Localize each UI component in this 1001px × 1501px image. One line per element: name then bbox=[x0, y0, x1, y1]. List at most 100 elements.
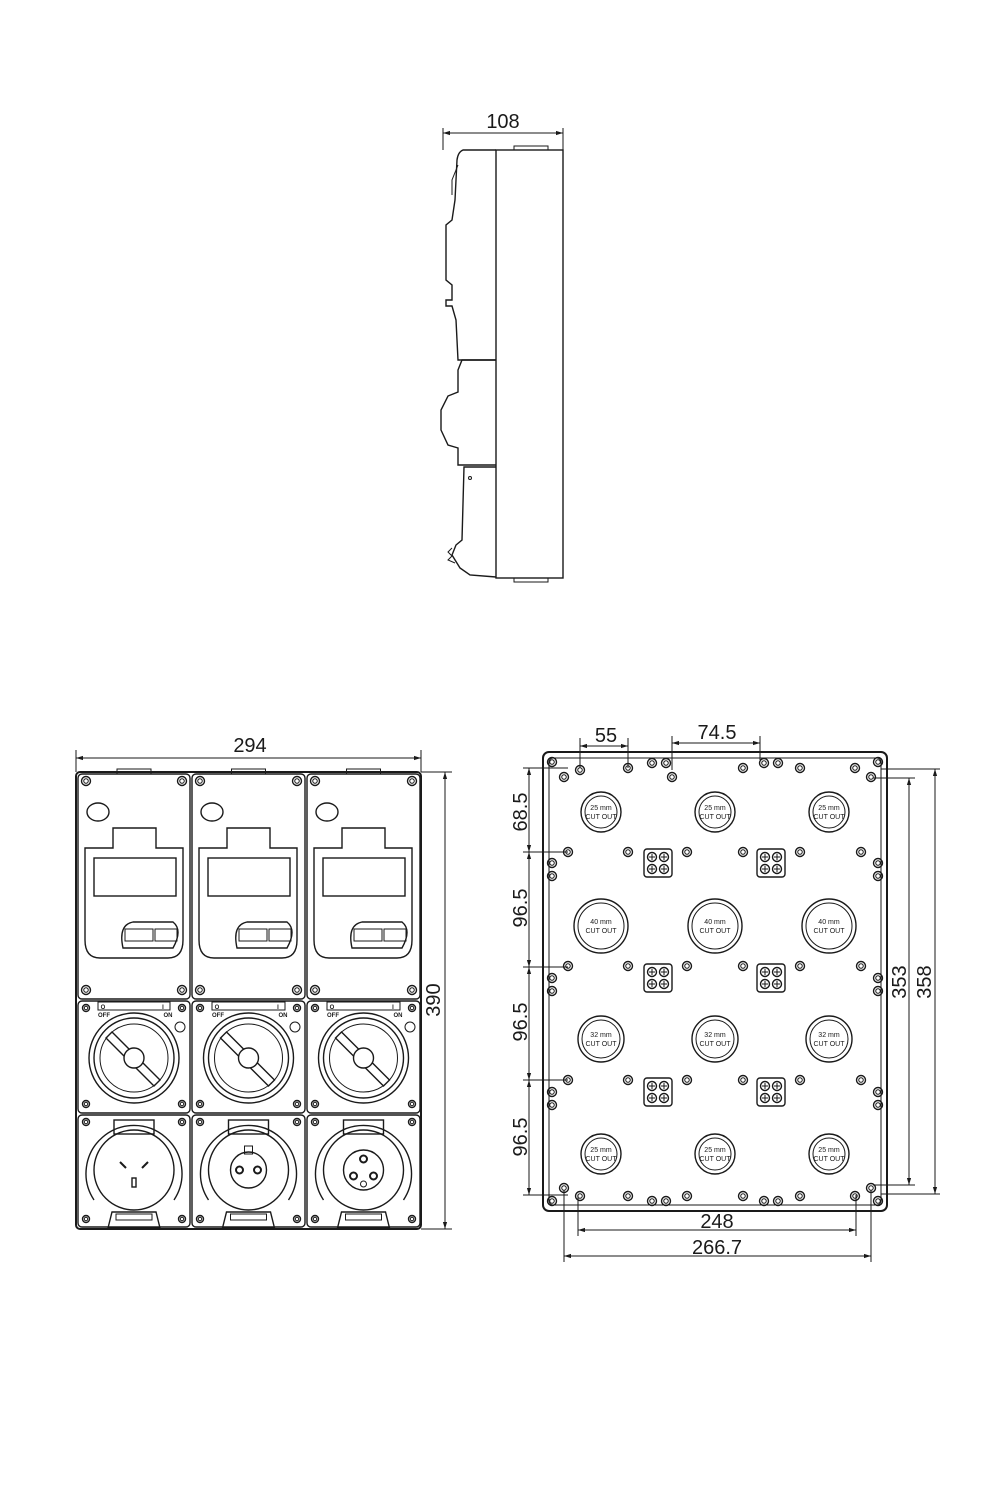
cutout-label: CUT OUT bbox=[586, 1156, 618, 1163]
lid-module bbox=[77, 768, 191, 1000]
cutout-size: 40 mm bbox=[704, 919, 726, 926]
screw-icon bbox=[194, 775, 206, 787]
cutout-size: 40 mm bbox=[818, 919, 840, 926]
socket-outlet bbox=[306, 1114, 421, 1229]
lid-module bbox=[191, 768, 306, 1000]
screw-icon bbox=[407, 1099, 417, 1109]
screw-icon bbox=[737, 1074, 749, 1086]
socket-outlet bbox=[191, 1114, 306, 1229]
screw-icon bbox=[872, 972, 884, 984]
knockout-cutout: 25 mm CUT OUT bbox=[694, 1133, 736, 1175]
socket-flap-icon bbox=[221, 1211, 276, 1229]
screw-icon bbox=[758, 1195, 770, 1207]
switch-on-symbol: I bbox=[162, 1005, 164, 1011]
rear-inner-width-label: 248 bbox=[700, 1211, 733, 1233]
rear-row2-label: 96.5 bbox=[510, 889, 532, 928]
screw-icon bbox=[562, 846, 574, 858]
mounting-boss bbox=[643, 1077, 673, 1107]
screw-icon bbox=[758, 757, 770, 769]
screw-icon bbox=[562, 1074, 574, 1086]
switch-off-label: OFF bbox=[98, 1013, 110, 1019]
mounting-boss bbox=[643, 963, 673, 993]
screw-icon bbox=[794, 1190, 806, 1202]
screw-icon bbox=[546, 972, 558, 984]
screw-icon bbox=[292, 1099, 302, 1109]
screw-icon bbox=[794, 960, 806, 972]
switch-on-symbol: I bbox=[392, 1005, 394, 1011]
screw-icon bbox=[865, 771, 877, 783]
cutout-size: 25 mm bbox=[818, 805, 840, 812]
cutout-label: CUT OUT bbox=[700, 1041, 732, 1048]
indicator-icon bbox=[315, 802, 339, 822]
cutout-label: CUT OUT bbox=[700, 928, 732, 935]
screw-icon bbox=[872, 985, 884, 997]
screw-icon bbox=[177, 1099, 187, 1109]
rear-spacing-a-label: 55 bbox=[595, 725, 617, 747]
screw-icon bbox=[291, 775, 303, 787]
cutout-label: CUT OUT bbox=[814, 1156, 846, 1163]
screw-icon bbox=[194, 984, 206, 996]
screw-icon bbox=[309, 984, 321, 996]
screw-icon bbox=[292, 1117, 302, 1127]
knockout-cutout: 40 mm CUT OUT bbox=[687, 898, 743, 954]
cutout-size: 32 mm bbox=[818, 1032, 840, 1039]
cutout-size: 25 mm bbox=[704, 1147, 726, 1154]
latch-icon bbox=[235, 921, 293, 949]
lid-cover bbox=[84, 827, 184, 959]
cutout-label: CUT OUT bbox=[700, 814, 732, 821]
screw-icon bbox=[310, 1117, 320, 1127]
socket-outlet bbox=[77, 1114, 191, 1229]
lid-cover bbox=[198, 827, 298, 959]
screw-icon bbox=[622, 846, 634, 858]
switch-off-symbol: O bbox=[330, 1005, 335, 1011]
mounting-boss bbox=[756, 1077, 786, 1107]
screw-icon bbox=[681, 1074, 693, 1086]
screw-icon bbox=[865, 1182, 877, 1194]
screw-icon bbox=[794, 1074, 806, 1086]
screw-icon bbox=[177, 1214, 187, 1224]
screw-icon bbox=[646, 757, 658, 769]
label-window bbox=[322, 857, 406, 897]
rear-row3-label: 96.5 bbox=[510, 1003, 532, 1042]
cutout-label: CUT OUT bbox=[814, 814, 846, 821]
screw-icon bbox=[794, 762, 806, 774]
side-depth-label: 108 bbox=[486, 111, 519, 133]
screw-icon bbox=[562, 960, 574, 972]
screw-icon bbox=[546, 857, 558, 869]
cutout-size: 32 mm bbox=[590, 1032, 612, 1039]
cutout-label: CUT OUT bbox=[700, 1156, 732, 1163]
screw-icon bbox=[80, 984, 92, 996]
screw-icon bbox=[872, 870, 884, 882]
screw-icon bbox=[81, 1117, 91, 1127]
mounting-boss bbox=[643, 848, 673, 878]
switch-off-label: OFF bbox=[327, 1013, 339, 1019]
screw-icon bbox=[855, 960, 867, 972]
cutout-label: CUT OUT bbox=[814, 928, 846, 935]
screw-icon bbox=[310, 1099, 320, 1109]
screw-icon bbox=[558, 771, 570, 783]
screw-icon bbox=[81, 1003, 91, 1013]
screw-icon bbox=[772, 1195, 784, 1207]
rear-view: 55 74.5 68.5 96.5 96.5 96.5 353 358 bbox=[510, 722, 940, 1262]
screw-icon bbox=[574, 764, 586, 776]
switch-on-symbol: I bbox=[277, 1005, 279, 1011]
screw-icon bbox=[195, 1003, 205, 1013]
screw-icon bbox=[622, 1074, 634, 1086]
screw-icon bbox=[622, 960, 634, 972]
screw-icon bbox=[546, 985, 558, 997]
mounting-boss bbox=[756, 963, 786, 993]
screw-icon bbox=[546, 1195, 558, 1207]
switch-off-symbol: O bbox=[215, 1005, 220, 1011]
latch-icon bbox=[350, 921, 408, 949]
screw-icon bbox=[666, 771, 678, 783]
switch-on-label: ON bbox=[164, 1013, 173, 1019]
screw-icon bbox=[407, 1003, 417, 1013]
